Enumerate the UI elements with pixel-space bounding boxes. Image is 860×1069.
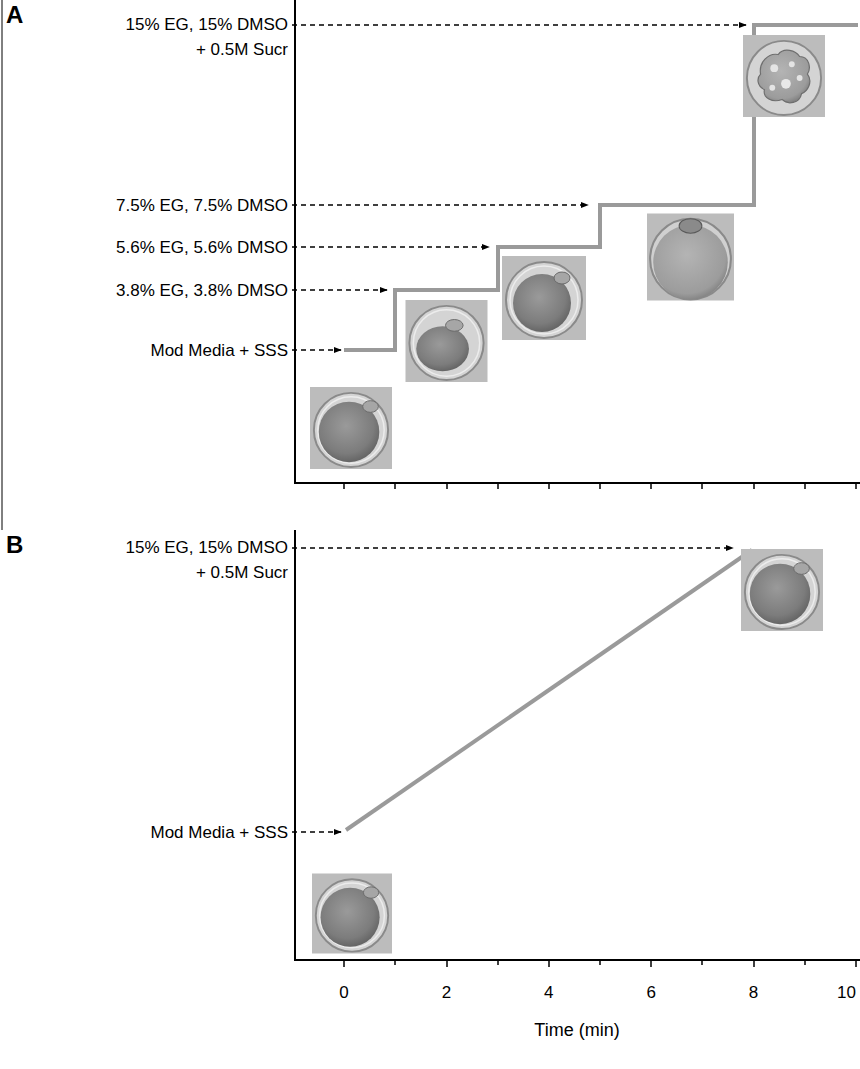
oocyte-image [310, 387, 392, 469]
concentration-label: 15% EG, 15% DMSO + 0.5M Sucr [118, 12, 288, 62]
concentration-label: 15% EG, 15% DMSO + 0.5M Sucr [118, 535, 288, 585]
dashed-arrow [292, 246, 489, 247]
tick-label: 4 [544, 980, 553, 1005]
axis-ticks [344, 483, 856, 489]
medium-label: Mod Media + SSS [151, 338, 289, 363]
oocyte-image [406, 300, 488, 382]
panel-letter: B [6, 532, 23, 557]
dashed-arrow [292, 24, 746, 25]
tick-label: 2 [442, 980, 451, 1005]
tick-label: 6 [646, 980, 655, 1005]
tick-label: 10 [837, 980, 856, 1005]
axes-a [294, 0, 860, 489]
panel-rule [2, 0, 3, 530]
concentration-label: 3.8% EG, 3.8% DMSO [116, 278, 288, 303]
dashed-arrow [292, 831, 341, 832]
x-axis [294, 482, 860, 484]
oocyte-image [743, 35, 825, 117]
y-axis [294, 0, 296, 484]
oocyte-image [741, 549, 823, 631]
tick-label: 8 [749, 980, 758, 1005]
x-axis [294, 959, 860, 961]
oocyte-image [502, 256, 586, 340]
axis-title: Time (min) [534, 1018, 619, 1043]
dashed-arrow [292, 349, 341, 350]
dashed-arrows-b [292, 548, 733, 832]
concentration-label: 5.6% EG, 5.6% DMSO [116, 235, 288, 260]
dashed-arrow [292, 289, 387, 290]
y-axis [294, 530, 296, 961]
oocyte-image [647, 214, 734, 301]
tick-label: 0 [339, 980, 348, 1005]
axes-b [294, 530, 860, 967]
dashed-arrow [292, 547, 733, 548]
dashed-arrow [292, 204, 588, 205]
concentration-label: 7.5% EG, 7.5% DMSO [116, 193, 288, 218]
ramp-profile [346, 550, 752, 830]
medium-label: Mod Media + SSS [151, 820, 289, 845]
panel-letter: A [6, 2, 23, 27]
oocyte-image [312, 874, 392, 954]
dashed-arrows-a [292, 25, 746, 350]
axis-ticks [344, 960, 856, 967]
